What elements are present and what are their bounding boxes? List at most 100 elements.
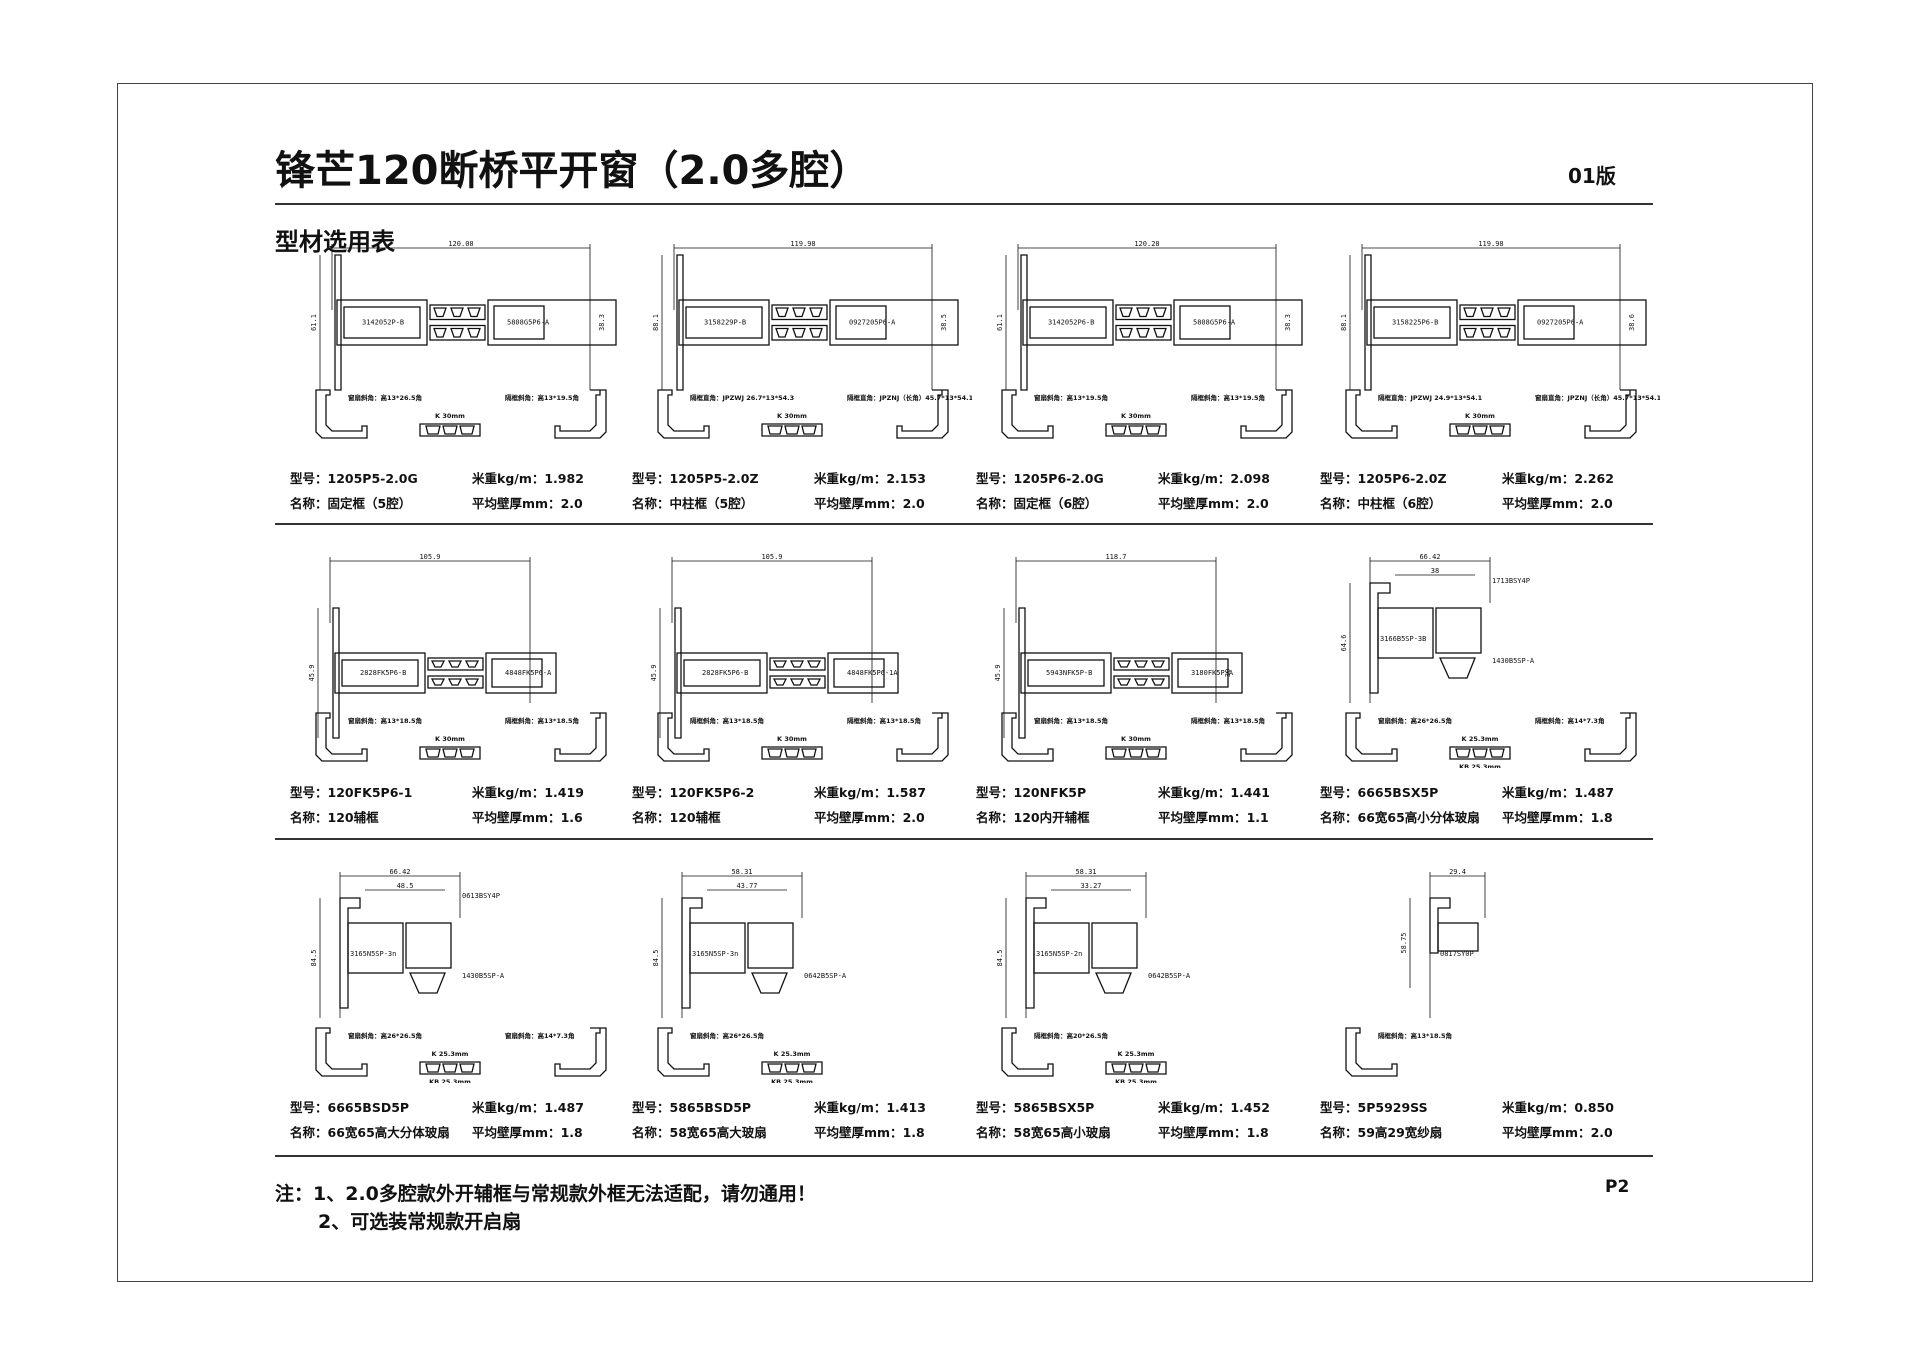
profile-chamber-right xyxy=(487,299,617,346)
thermal-strip-label: K 25.3mm xyxy=(774,1050,811,1058)
note-2: 2、可选装常规款开启扇 xyxy=(318,1211,522,1233)
corner-connector-left xyxy=(315,1027,368,1077)
width-dimension-label: 120.28 xyxy=(1134,240,1159,248)
corner-connector-right xyxy=(554,712,607,762)
thermal-strip-shape xyxy=(761,1061,823,1075)
model-field: 型号：120FK5P6-2 xyxy=(632,785,755,800)
corner-right-label: 窗扇直角：JPZNJ（长角）45.7*13*54.1 xyxy=(1535,393,1660,402)
corner-connector-right xyxy=(896,389,949,439)
part-code-label: 4848FK5P6-A xyxy=(505,669,552,677)
side-dimension-label: 30 xyxy=(1224,669,1232,677)
corner-left-label: 隔框斜角：高13*18.5角 xyxy=(1378,1031,1452,1040)
part-code-label: 3180FK5P-A xyxy=(1191,669,1234,677)
page-number: P2 xyxy=(1605,1177,1630,1197)
corner-right-label: 隔框斜角：高13*19.5角 xyxy=(1191,393,1265,402)
model-field: 型号：5P5929SS xyxy=(1320,1100,1428,1115)
height-dimension-label: 45.9 xyxy=(308,665,316,682)
name-field: 名称：66宽65高大分体玻扇 xyxy=(290,1125,450,1140)
profile-chamber-right xyxy=(827,652,899,694)
width-dimension-label: 120.08 xyxy=(448,240,473,248)
part-code-label: 1430B5SP-A xyxy=(462,972,505,980)
corner-connector-left xyxy=(1001,1027,1054,1077)
width-dimension-label: 29.4 xyxy=(1449,868,1466,876)
weight-field: 米重kg/m：1.487 xyxy=(1502,785,1614,800)
model-field: 型号：1205P5-2.0Z xyxy=(632,471,759,486)
inner-dimension-label: 33.27 xyxy=(1080,882,1101,890)
thickness-field: 平均壁厚mm：2.0 xyxy=(1502,496,1613,511)
corner-connector-left xyxy=(657,712,710,762)
corner-left-label: 窗扇斜角：高26*26.5角 xyxy=(348,1031,422,1040)
name-field: 名称：120内开辅框 xyxy=(976,810,1090,825)
corner-right-label: 隔框斜角：高14*7.3角 xyxy=(1535,716,1604,725)
inner-dimension-label: 43.77 xyxy=(736,882,757,890)
name-field: 名称：120辅框 xyxy=(290,810,379,825)
width-dimension-label: 119.98 xyxy=(1478,240,1503,248)
part-code-label: 0613BSY4P xyxy=(462,892,500,900)
model-field: 型号：120FK5P6-1 xyxy=(290,785,413,800)
thickness-field: 平均壁厚mm：1.6 xyxy=(472,810,583,825)
width-dimension-label: 66.42 xyxy=(1419,553,1440,561)
height-dimension-label: 61.1 xyxy=(310,314,318,331)
width-dimension-label: 58.31 xyxy=(1075,868,1096,876)
model-field: 型号：1205P6-2.0Z xyxy=(1320,471,1447,486)
corner-connector-left xyxy=(657,389,710,439)
part-code-label: 0817SY0P xyxy=(1440,950,1474,958)
height-dimension-label: 88.1 xyxy=(652,314,660,331)
name-field: 名称：120辅框 xyxy=(632,810,721,825)
profile-chamber-left xyxy=(334,652,426,694)
part-code-label: 0927205P6-A xyxy=(1537,319,1584,327)
row-divider-1 xyxy=(275,523,1653,525)
height-dimension-label: 84.5 xyxy=(310,950,318,967)
thermal-strip-label: K 30mm xyxy=(777,412,807,420)
profile-chamber-right xyxy=(1517,299,1647,346)
thermal-strip-label: K 30mm xyxy=(777,735,807,743)
corner-left-label: 窗扇斜角：高13*19.5角 xyxy=(1034,393,1108,402)
corner-left-label: 隔框斜角：高13*18.5角 xyxy=(690,716,764,725)
part-code-label: 1430B5SP-A xyxy=(1492,657,1535,665)
page-frame xyxy=(117,83,1813,1282)
part-code-label: 4848FK5P6-1A xyxy=(847,669,898,677)
corner-connector-right xyxy=(1584,389,1637,439)
part-code-label: 0642B5SP-A xyxy=(1148,972,1191,980)
profile-chamber xyxy=(1377,607,1434,659)
side-dimension-label: 38.3 xyxy=(598,314,606,331)
height-dimension-label: 88.1 xyxy=(1340,314,1348,331)
part-code-label: 3142052P6-B xyxy=(1048,319,1094,327)
thickness-field: 平均壁厚mm：2.0 xyxy=(1502,1125,1613,1140)
thermal-strip-shape xyxy=(1449,746,1511,760)
corner-left-label: 窗扇斜角：高26*26.5角 xyxy=(690,1031,764,1040)
corner-right-label: 隔框直角：JPZNJ（长角）45.7*13*54.1 xyxy=(847,393,972,402)
part-code-label: 3165N5SP-3n xyxy=(350,950,396,958)
model-field: 型号：5865BSX5P xyxy=(976,1100,1095,1115)
thickness-field: 平均壁厚mm：2.0 xyxy=(472,496,583,511)
part-code-label: 3142052P-B xyxy=(362,319,404,327)
part-code-label: 5808G5P6-A xyxy=(1193,319,1236,327)
thermal-strip-shape xyxy=(419,423,481,437)
profile-chamber-right xyxy=(829,299,959,346)
corner-connector-left xyxy=(315,712,368,762)
part-code-label: 0927205P6-A xyxy=(849,319,896,327)
thermal-strip-shape xyxy=(761,423,823,437)
height-dimension-label: 58.75 xyxy=(1400,932,1408,953)
thickness-field: 平均壁厚mm：2.0 xyxy=(1158,496,1269,511)
thickness-field: 平均壁厚mm：1.8 xyxy=(814,1125,925,1140)
weight-field: 米重kg/m：1.419 xyxy=(472,785,584,800)
part-code-label: 2828FK5P6-B xyxy=(702,669,748,677)
side-dimension-label: 38.5 xyxy=(940,314,948,331)
name-field: 名称：固定框（5腔） xyxy=(290,496,412,511)
profile-chamber-left xyxy=(676,652,768,694)
inner-dimension-label: 38 xyxy=(1431,567,1439,575)
width-dimension-label: 118.7 xyxy=(1105,553,1126,561)
height-dimension-label: 45.9 xyxy=(994,665,1002,682)
